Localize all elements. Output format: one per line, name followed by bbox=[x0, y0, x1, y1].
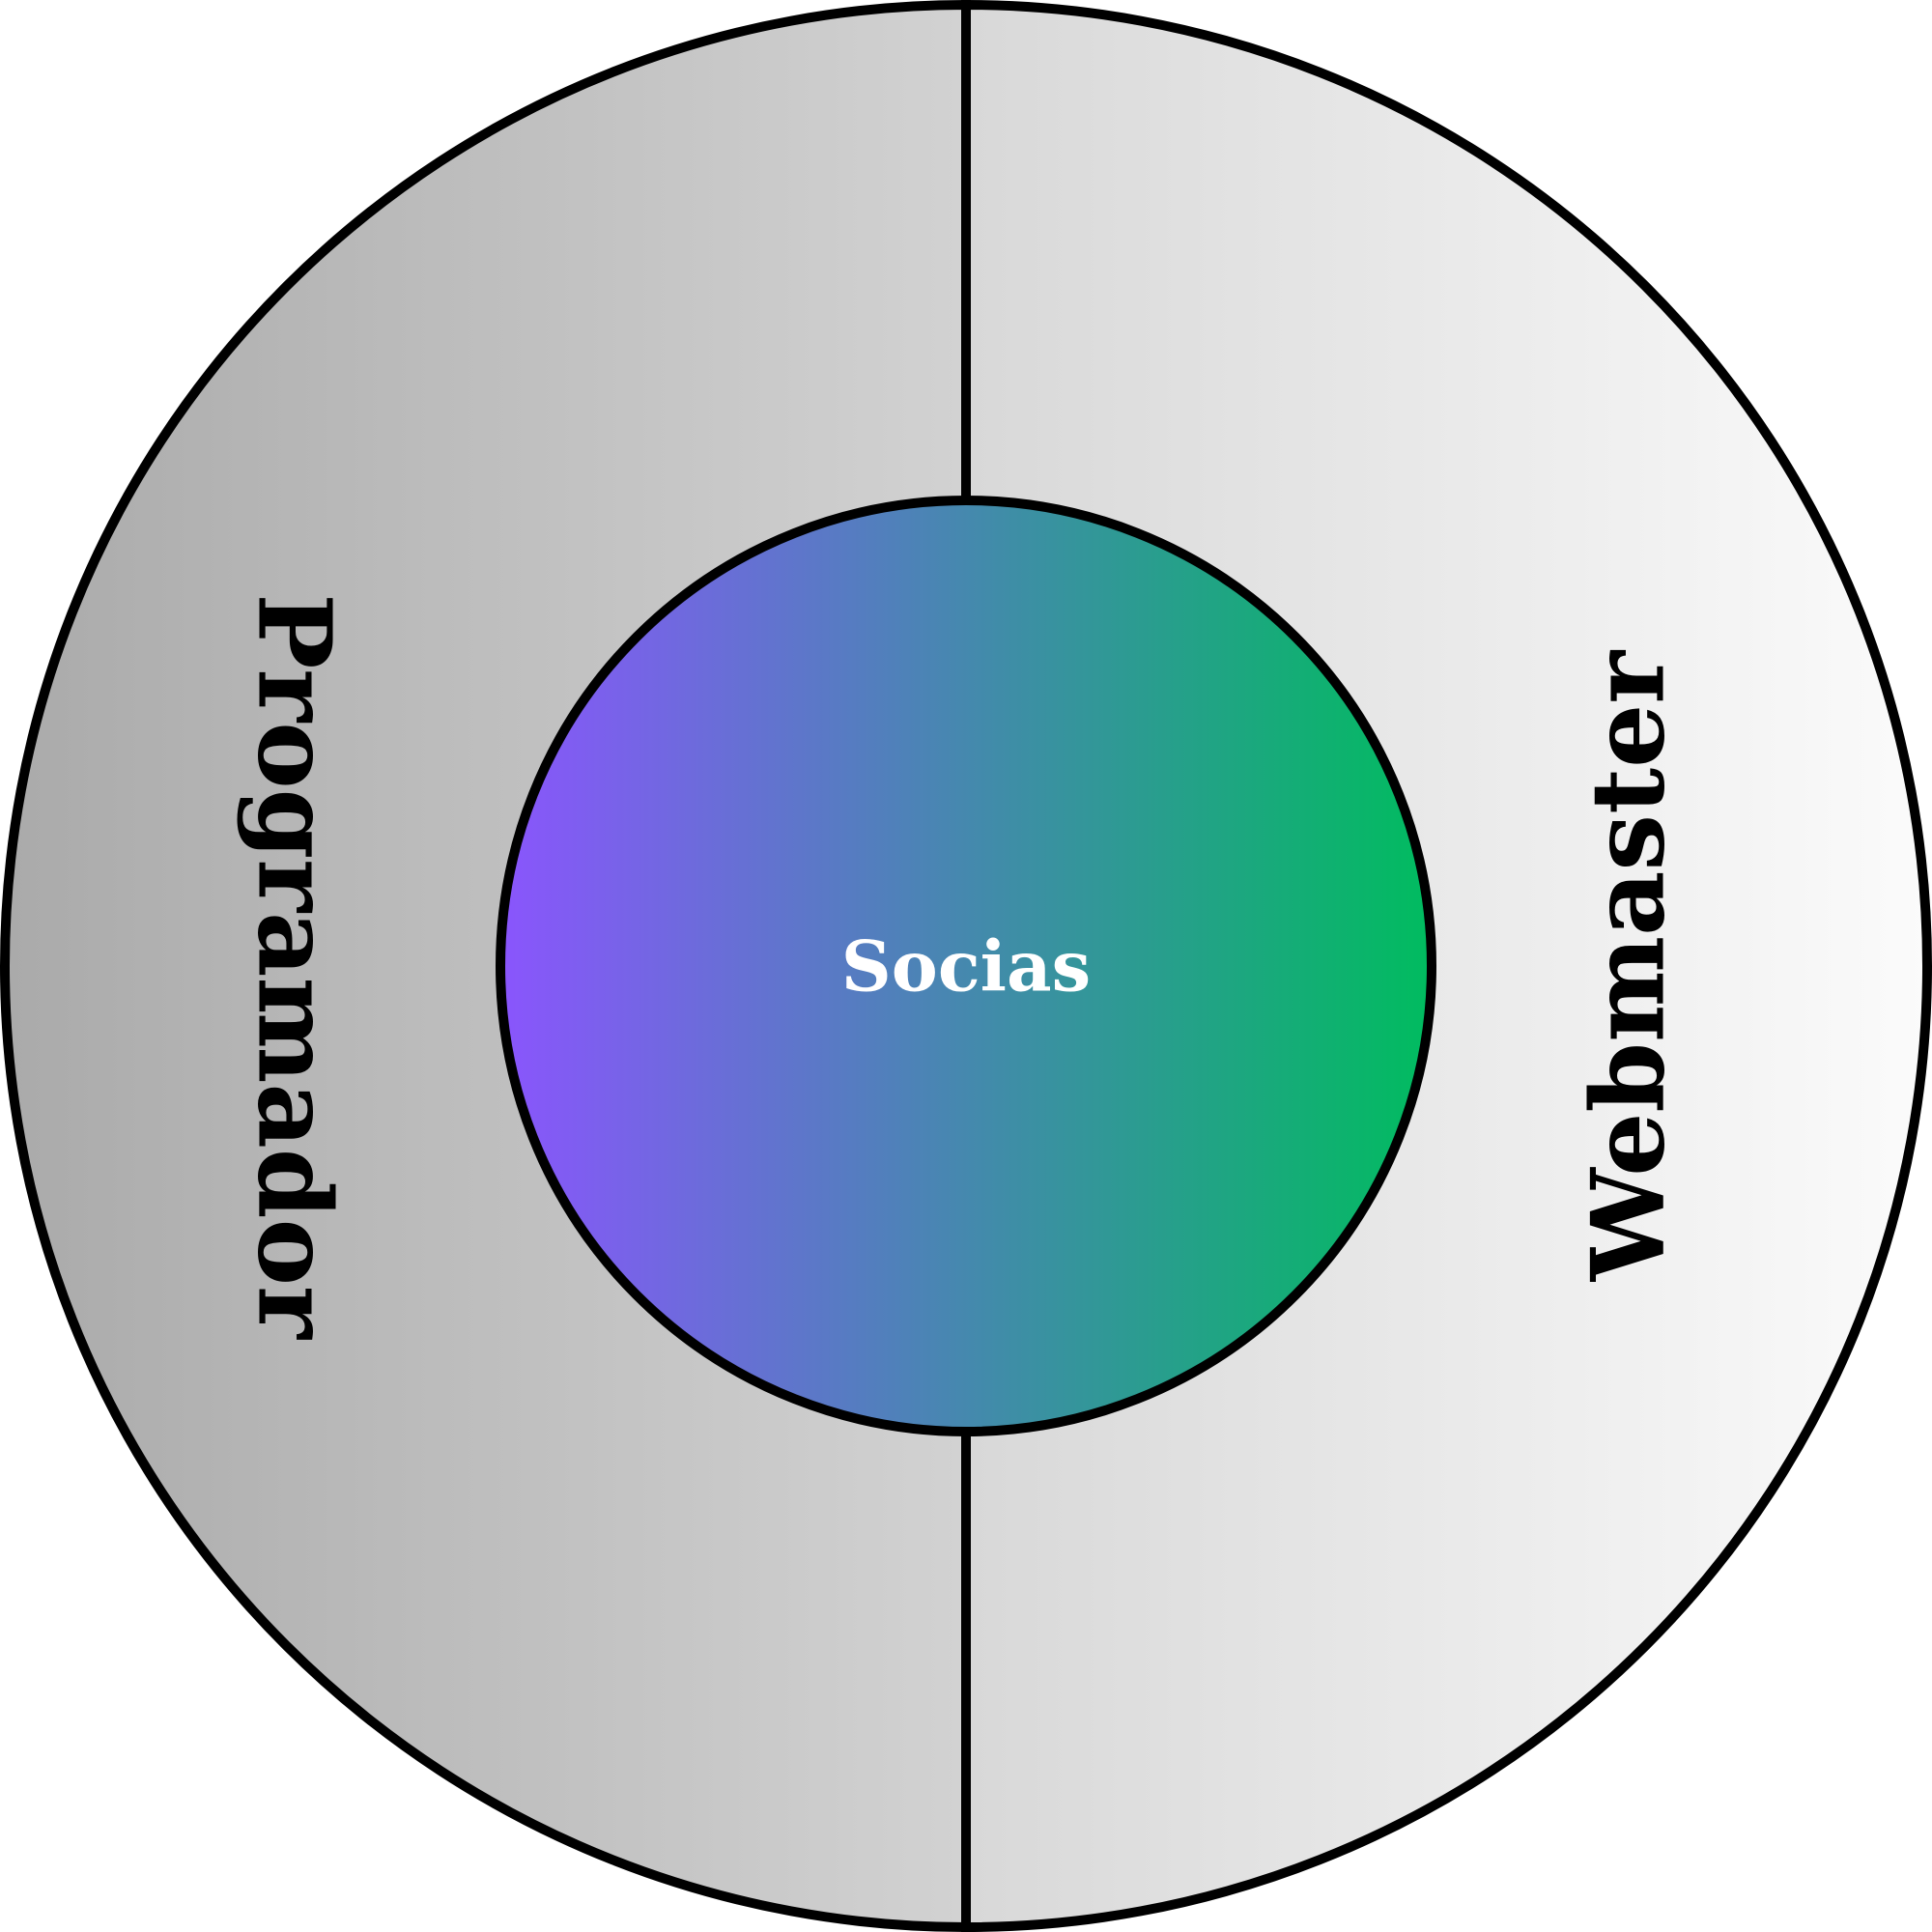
center-label: Socias bbox=[841, 925, 1091, 1008]
segment-webmaster bbox=[961, 0, 1932, 1932]
segment-programador bbox=[0, 0, 971, 1932]
segment-label-webmaster: Webmaster bbox=[1569, 650, 1688, 1282]
center-circle bbox=[496, 496, 1436, 1436]
segment-label-programador: Programador bbox=[236, 593, 355, 1340]
